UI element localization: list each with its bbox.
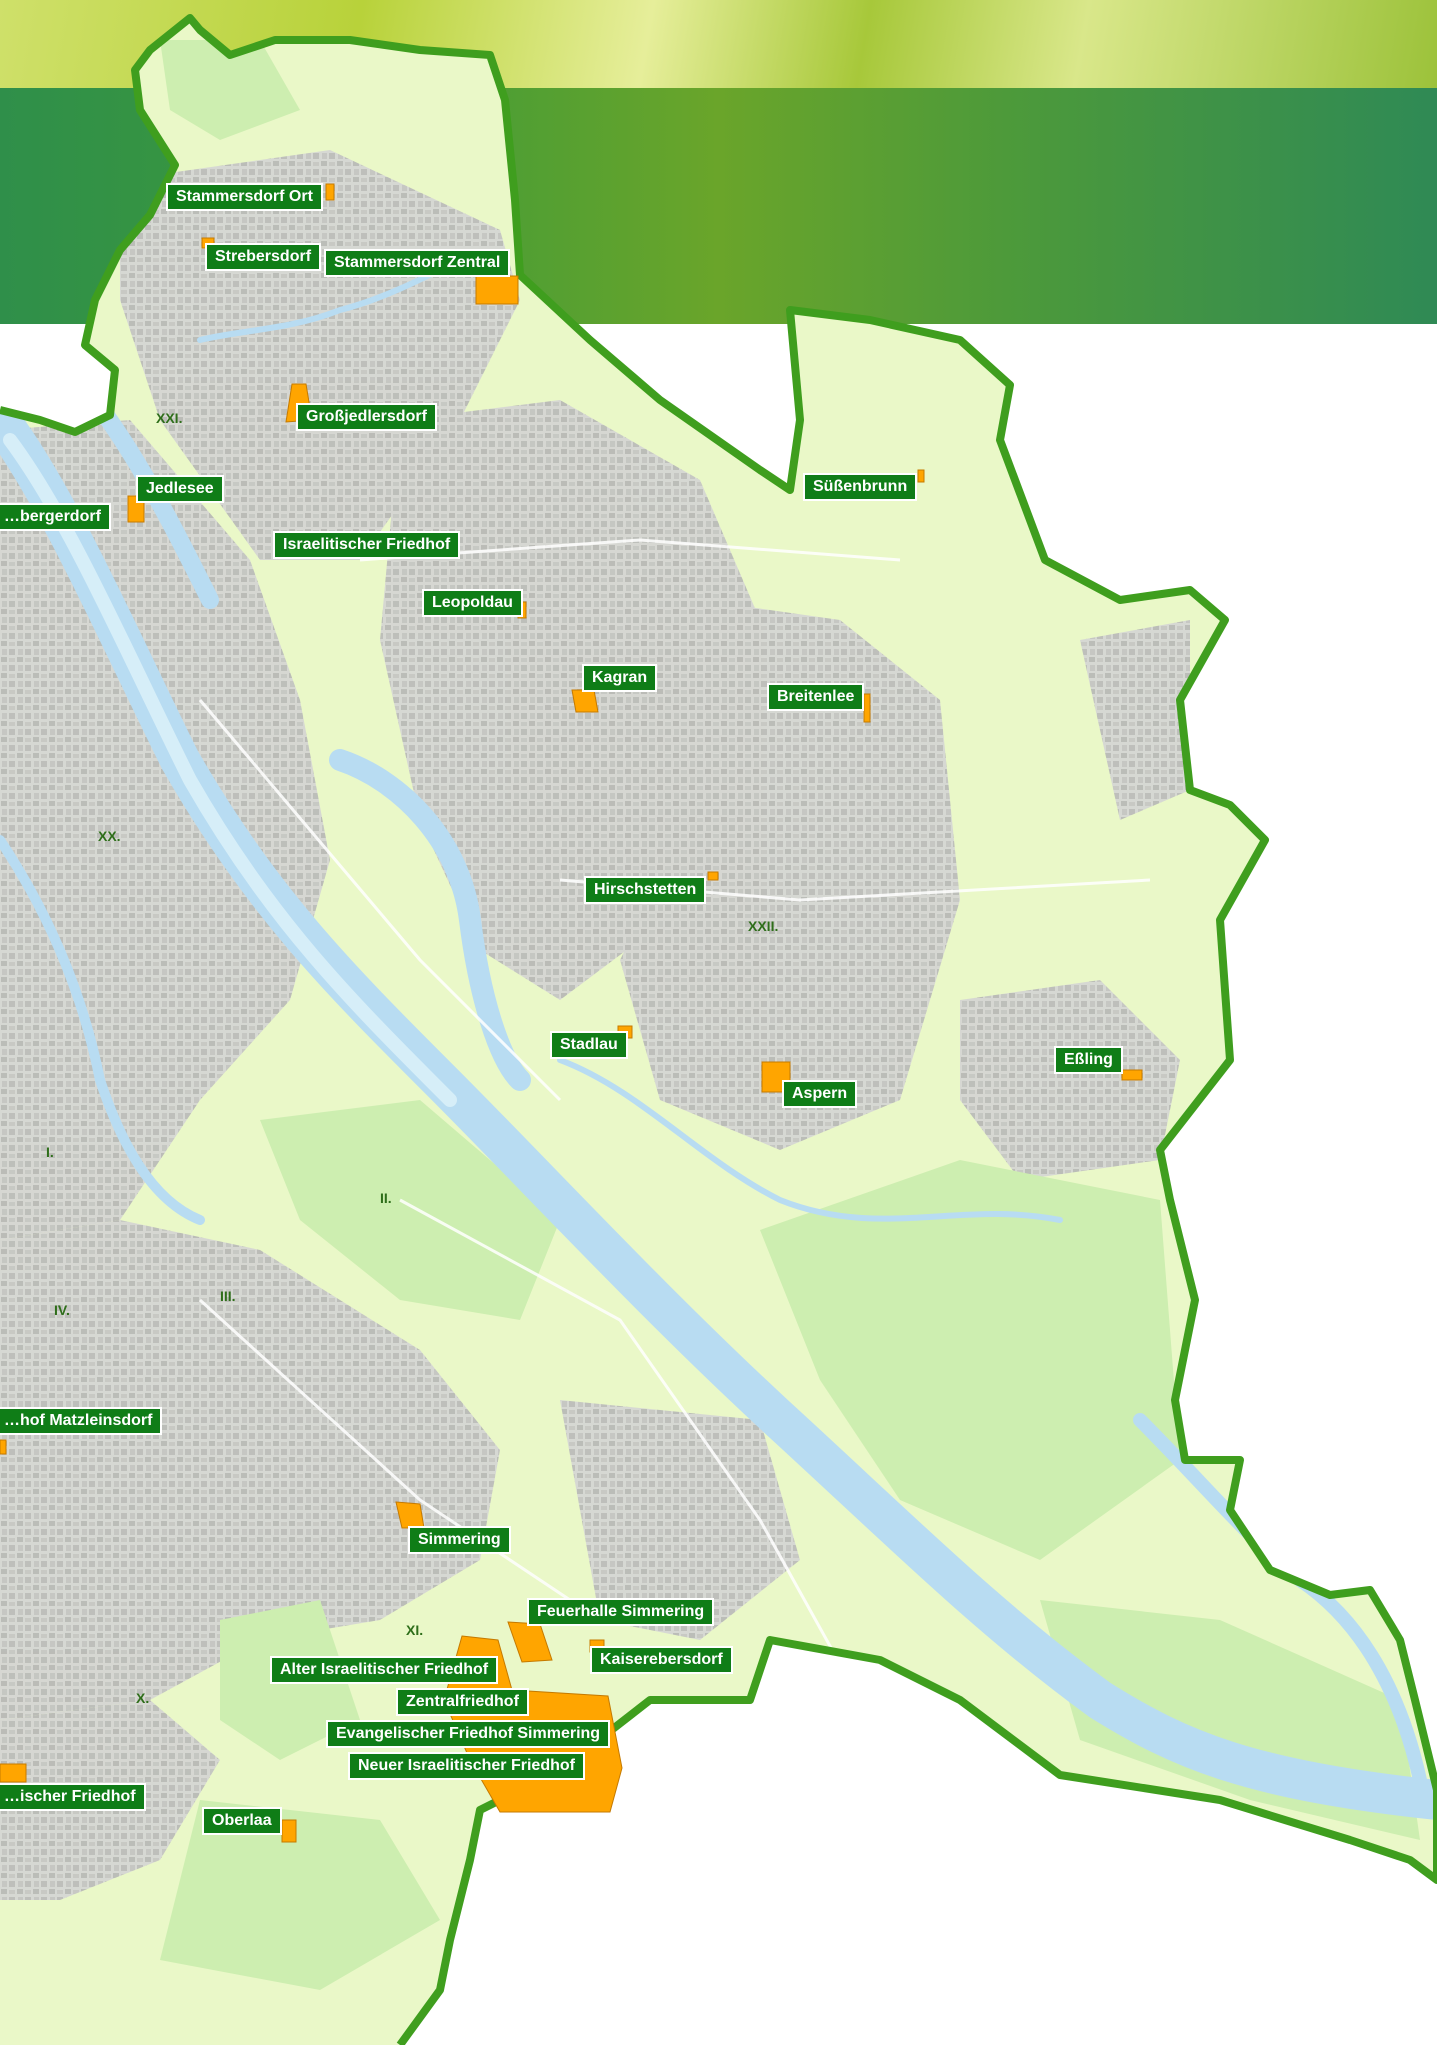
- label-israelitischer-friedhof[interactable]: Israelitischer Friedhof: [273, 531, 461, 559]
- label-matzleinsdorf[interactable]: …hof Matzleinsdorf: [0, 1407, 163, 1435]
- label-alter-israelitischer-friedhof[interactable]: Alter Israelitischer Friedhof: [270, 1656, 499, 1684]
- cemetery-area-oberlaa[interactable]: [281, 1819, 297, 1843]
- district-i: I.: [46, 1144, 54, 1160]
- label-feuerhalle-simmering[interactable]: Feuerhalle Simmering: [527, 1598, 715, 1626]
- district-iii: III.: [220, 1288, 236, 1304]
- label-aspern[interactable]: Aspern: [782, 1080, 858, 1108]
- label-evangelischer-friedhof-simmering[interactable]: Evangelischer Friedhof Simmering: [326, 1720, 611, 1748]
- label-stammersdorf-ort[interactable]: Stammersdorf Ort: [166, 183, 323, 211]
- district-ii: II.: [380, 1190, 392, 1206]
- label-jedlesee[interactable]: Jedlesee: [136, 475, 224, 503]
- cemetery-area-matzleinsdorf[interactable]: [0, 1439, 7, 1455]
- label-suessenbrunn[interactable]: Süßenbrunn: [803, 473, 918, 501]
- label-neuer-israelitischer-friedhof[interactable]: Neuer Israelitischer Friedhof: [348, 1752, 585, 1780]
- label-ischer-friedhof-west[interactable]: …ischer Friedhof: [0, 1783, 146, 1811]
- district-iv: IV.: [54, 1302, 70, 1318]
- cemetery-area-kagran[interactable]: [571, 689, 599, 713]
- label-essling[interactable]: Eßling: [1054, 1046, 1123, 1074]
- label-leopoldau[interactable]: Leopoldau: [422, 589, 523, 617]
- cemetery-area-stammersdorf-ort[interactable]: [325, 183, 335, 201]
- district-x: X.: [136, 1690, 150, 1706]
- label-simmering[interactable]: Simmering: [408, 1526, 511, 1554]
- label-bergerdorf[interactable]: …bergerdorf: [0, 503, 111, 531]
- label-kagran[interactable]: Kagran: [582, 664, 658, 692]
- cemetery-area-breitenlee[interactable]: [863, 693, 871, 723]
- cemetery-area-west[interactable]: [0, 1763, 27, 1783]
- label-oberlaa[interactable]: Oberlaa: [202, 1807, 282, 1835]
- label-zentralfriedhof[interactable]: Zentralfriedhof: [396, 1688, 529, 1716]
- cemetery-area-suessenbrunn[interactable]: [917, 469, 925, 483]
- vienna-city-boundary: [0, 14, 1437, 2045]
- label-kaiserebersdorf[interactable]: Kaiserebersdorf: [590, 1646, 733, 1674]
- cemetery-area-essling[interactable]: [1121, 1069, 1143, 1081]
- district-xxi: XXI.: [156, 410, 183, 426]
- label-stadlau[interactable]: Stadlau: [550, 1031, 628, 1059]
- green-areas: [160, 40, 1420, 1990]
- district-xi: XI.: [406, 1622, 424, 1638]
- label-breitenlee[interactable]: Breitenlee: [767, 683, 865, 711]
- district-xxii: XXII.: [748, 918, 779, 934]
- district-xx: XX.: [98, 828, 121, 844]
- label-grossjedlersdorf[interactable]: Großjedlersdorf: [296, 403, 437, 431]
- label-strebersdorf[interactable]: Strebersdorf: [205, 243, 322, 271]
- label-stammersdorf-zentral[interactable]: Stammersdorf Zentral: [324, 249, 511, 277]
- cemetery-area-hirschstetten[interactable]: [707, 871, 719, 881]
- label-hirschstetten[interactable]: Hirschstetten: [584, 876, 707, 904]
- cemetery-area-stammersdorf-zentral[interactable]: [475, 275, 519, 305]
